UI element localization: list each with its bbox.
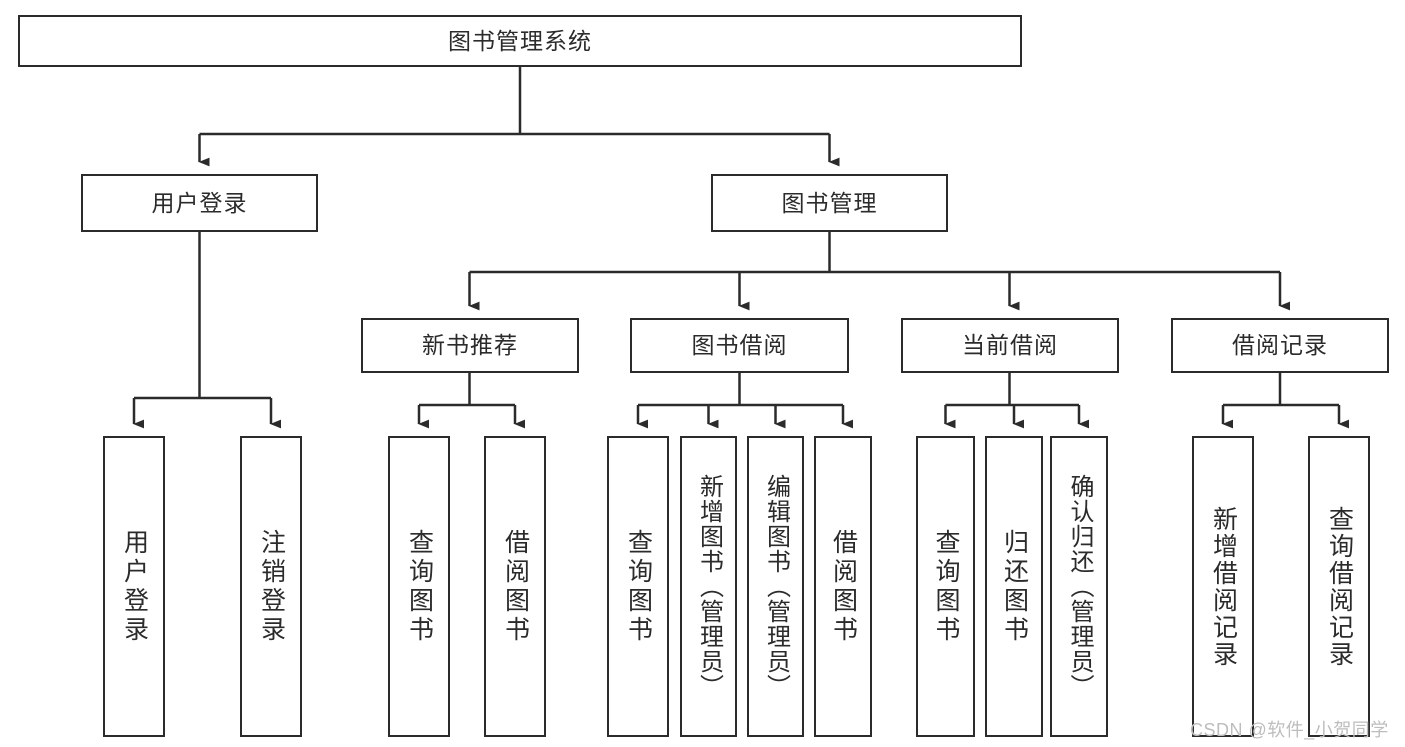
node-new-book-recommend-label: 新书推荐 — [422, 332, 518, 359]
node-leaf-add-book[interactable]: 新增图书（管理员） — [680, 436, 737, 737]
node-book-manage-label: 图书管理 — [781, 189, 878, 216]
node-leaf-add-borrow-record[interactable]: 新增借阅记录 — [1192, 436, 1254, 737]
node-leaf-query-borrow-record-label: 查询借阅记录 — [1325, 505, 1354, 668]
node-leaf-borrow-book-1-label: 借阅图书 — [501, 528, 530, 645]
node-leaf-query-borrow-record[interactable]: 查询借阅记录 — [1308, 436, 1370, 737]
node-leaf-user-logout-label: 注销登录 — [257, 528, 286, 645]
node-leaf-edit-book-label: 编辑图书（管理员） — [762, 474, 790, 699]
node-leaf-confirm-return[interactable]: 确认归还（管理员） — [1050, 436, 1108, 737]
node-leaf-borrow-book-2-label: 借阅图书 — [829, 528, 858, 645]
node-leaf-query-book-3-label: 查询图书 — [932, 528, 960, 645]
node-leaf-query-book-2[interactable]: 查询图书 — [607, 436, 669, 737]
node-current-borrow-label: 当前借阅 — [962, 332, 1058, 359]
node-leaf-query-book-1-label: 查询图书 — [405, 528, 434, 645]
node-borrow-record[interactable]: 借阅记录 — [1171, 318, 1389, 373]
node-leaf-confirm-return-label: 确认归还（管理员） — [1066, 474, 1093, 699]
node-user-login-label: 用户登录 — [151, 189, 248, 216]
node-book-borrow-label: 图书借阅 — [691, 332, 788, 359]
node-root-label: 图书管理系统 — [448, 27, 592, 54]
node-user-login[interactable]: 用户登录 — [81, 174, 318, 232]
node-leaf-return-book-label: 归还图书 — [1000, 528, 1029, 645]
node-leaf-add-borrow-record-label: 新增借阅记录 — [1209, 505, 1238, 668]
node-leaf-query-book-1[interactable]: 查询图书 — [388, 436, 450, 737]
node-leaf-query-book-3[interactable]: 查询图书 — [916, 436, 975, 737]
node-borrow-record-label: 借阅记录 — [1232, 332, 1328, 359]
node-current-borrow[interactable]: 当前借阅 — [901, 318, 1119, 373]
node-leaf-user-login-label: 用户登录 — [120, 528, 149, 645]
node-leaf-user-logout[interactable]: 注销登录 — [240, 436, 302, 737]
node-leaf-return-book[interactable]: 归还图书 — [985, 436, 1043, 737]
node-book-borrow[interactable]: 图书借阅 — [630, 318, 849, 373]
node-leaf-user-login[interactable]: 用户登录 — [103, 436, 165, 737]
node-leaf-query-book-2-label: 查询图书 — [624, 528, 653, 645]
node-leaf-borrow-book-1[interactable]: 借阅图书 — [484, 436, 546, 737]
node-leaf-edit-book[interactable]: 编辑图书（管理员） — [747, 436, 804, 737]
node-root[interactable]: 图书管理系统 — [18, 15, 1022, 67]
node-leaf-borrow-book-2[interactable]: 借阅图书 — [814, 436, 872, 737]
node-leaf-add-book-label: 新增图书（管理员） — [695, 474, 723, 699]
node-new-book-recommend[interactable]: 新书推荐 — [361, 318, 579, 373]
node-book-manage[interactable]: 图书管理 — [711, 174, 948, 232]
